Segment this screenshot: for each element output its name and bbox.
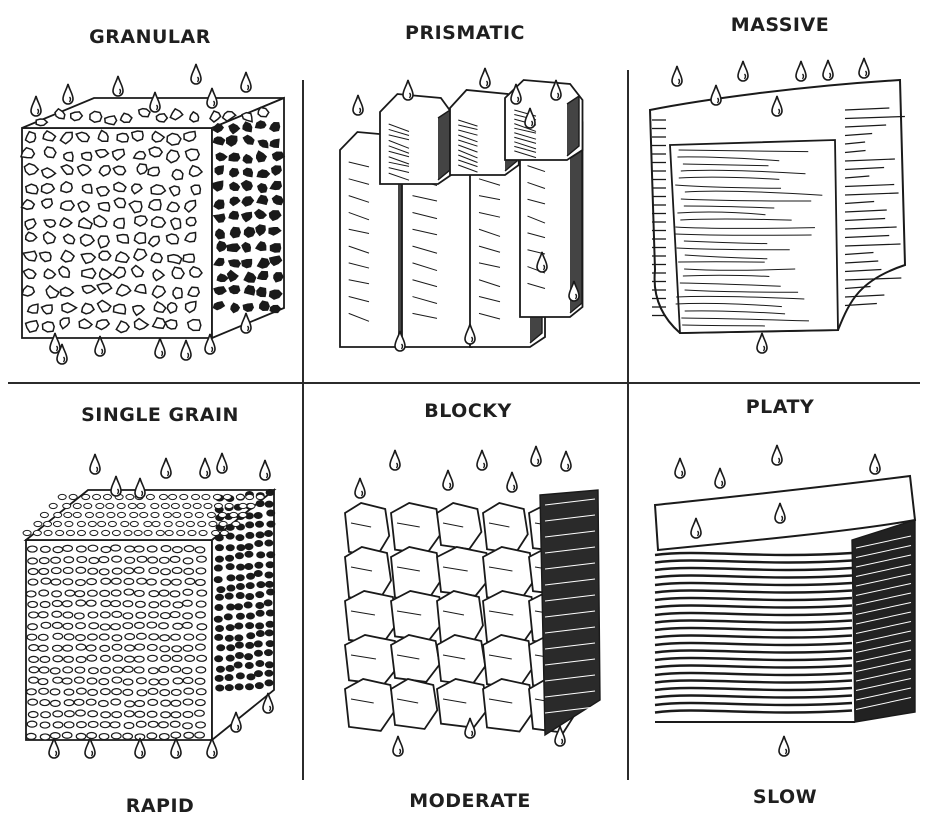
water-drop-icon [181, 340, 191, 360]
water-drop-icon [796, 61, 806, 81]
water-drop-icon [507, 472, 517, 492]
water-drop-icon [480, 68, 490, 88]
water-drop-icon [49, 738, 59, 758]
water-drop-icon [85, 738, 95, 758]
water-drop-icon [390, 450, 400, 470]
water-drop-icon [353, 95, 363, 115]
water-drop-icon [393, 736, 403, 756]
water-drop-icon [772, 445, 782, 465]
water-drop-icon [150, 92, 160, 112]
water-drop-icon [823, 60, 833, 80]
water-drop-icon [191, 64, 201, 84]
water-drop-icon [561, 451, 571, 471]
water-drop-icon [779, 736, 789, 756]
water-drop-icon [672, 66, 682, 86]
water-drop-icon [355, 478, 365, 498]
water-drop-icon [241, 72, 251, 92]
water-drop-icon [135, 478, 145, 498]
water-drop-icon [675, 458, 685, 478]
water-drop-icon [403, 80, 413, 100]
water-drop-icon [90, 454, 100, 474]
water-drop-icon [155, 338, 165, 358]
water-drop-icon [443, 470, 453, 490]
blocky-aggregates [345, 446, 600, 756]
platy-layers [655, 445, 915, 756]
water-drop-icon [200, 458, 210, 478]
water-drop-icon [171, 738, 181, 758]
water-drop-icon [31, 96, 41, 116]
single-grain-block [23, 453, 275, 758]
water-drop-icon [207, 738, 217, 758]
water-drop-icon [217, 453, 227, 473]
water-drop-icon [95, 336, 105, 356]
water-drop-icon [111, 476, 121, 496]
prismatic-columns [340, 68, 583, 351]
water-drop-icon [113, 76, 123, 96]
water-drop-icon [870, 454, 880, 474]
massive-block [650, 58, 905, 353]
water-drop-icon [207, 88, 217, 108]
water-drop-icon [477, 450, 487, 470]
water-drop-icon [711, 85, 721, 105]
water-drop-icon [161, 458, 171, 478]
water-drop-icon [859, 58, 869, 78]
water-drop-icon [715, 468, 725, 488]
granular-block [21, 64, 284, 364]
water-drop-icon [738, 61, 748, 81]
water-drop-icon [63, 84, 73, 104]
water-drop-icon [260, 460, 270, 480]
water-drop-icon [757, 333, 767, 353]
water-drop-icon [531, 446, 541, 466]
water-drop-icon [135, 738, 145, 758]
